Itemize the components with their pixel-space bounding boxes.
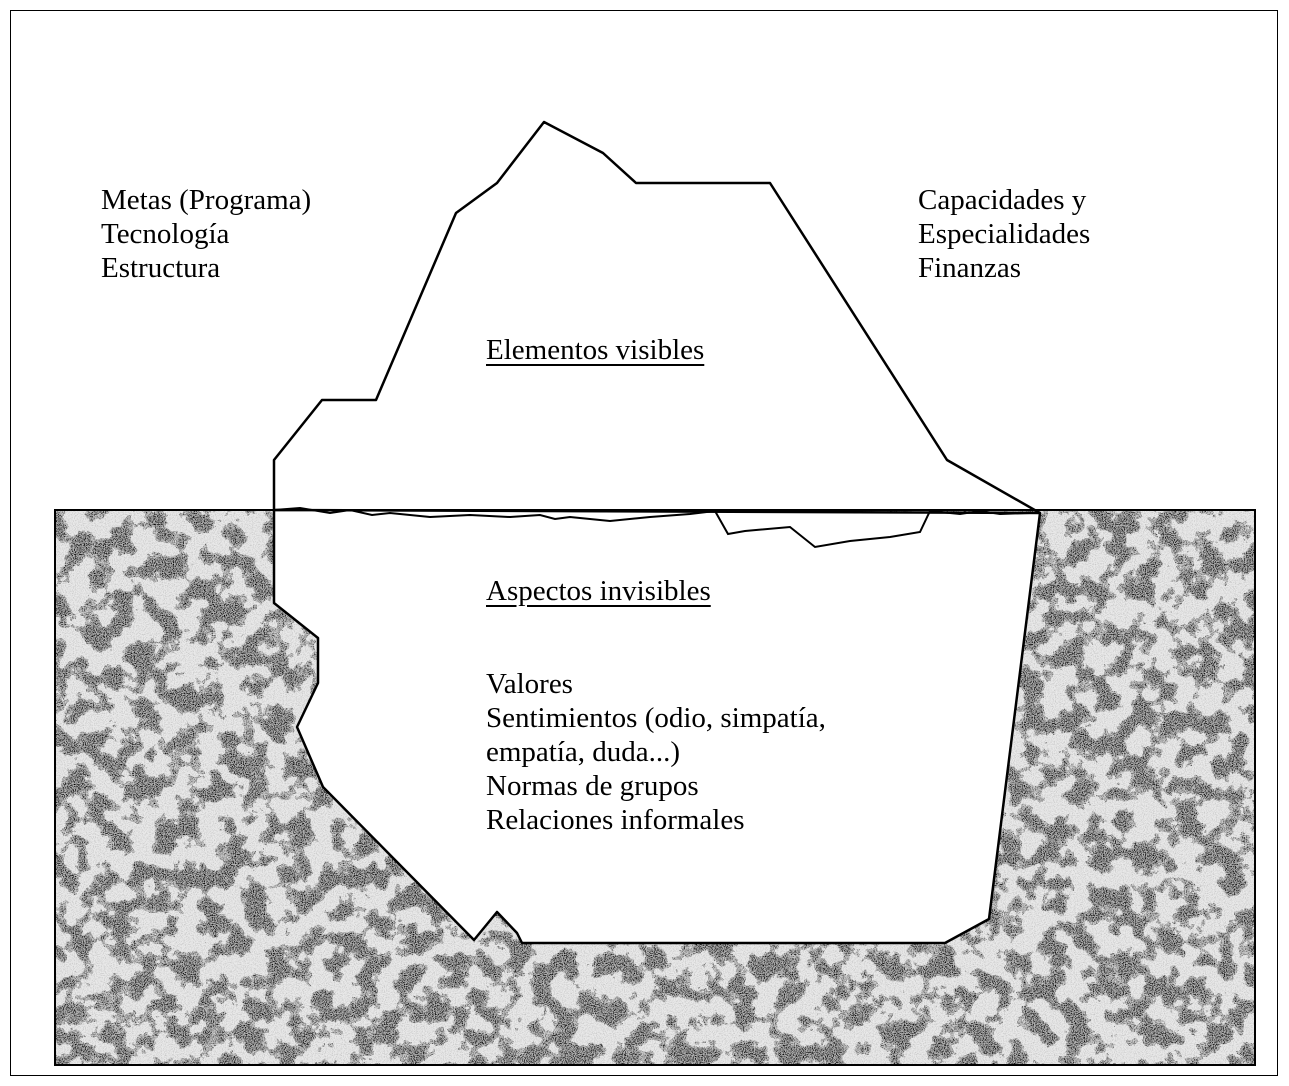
left-label-goals: Metas (Programa) xyxy=(101,183,311,217)
left-label-structure: Estructura xyxy=(101,251,311,285)
left-label-technology: Tecnología xyxy=(101,217,311,251)
invisible-item-feelings-cont: empatía, duda...) xyxy=(486,735,826,769)
iceberg-visible xyxy=(274,122,1040,513)
right-label-capabilities: Capacidades y xyxy=(918,183,1090,217)
left-labels: Metas (Programa) Tecnología Estructura xyxy=(101,183,311,285)
invisible-item-informal-relations: Relaciones informales xyxy=(486,803,826,837)
visible-elements-heading: Elementos visibles xyxy=(486,333,704,367)
invisible-item-values: Valores xyxy=(486,667,826,701)
invisible-items-list: Valores Sentimientos (odio, simpatía, em… xyxy=(486,667,826,837)
invisible-item-feelings: Sentimientos (odio, simpatía, xyxy=(486,701,826,735)
right-labels: Capacidades y Especialidades Finanzas xyxy=(918,183,1090,285)
invisible-aspects-heading: Aspectos invisibles xyxy=(486,574,711,608)
right-label-specialties: Especialidades xyxy=(918,217,1090,251)
right-label-finances: Finanzas xyxy=(918,251,1090,285)
invisible-item-group-norms: Normas de grupos xyxy=(486,769,826,803)
